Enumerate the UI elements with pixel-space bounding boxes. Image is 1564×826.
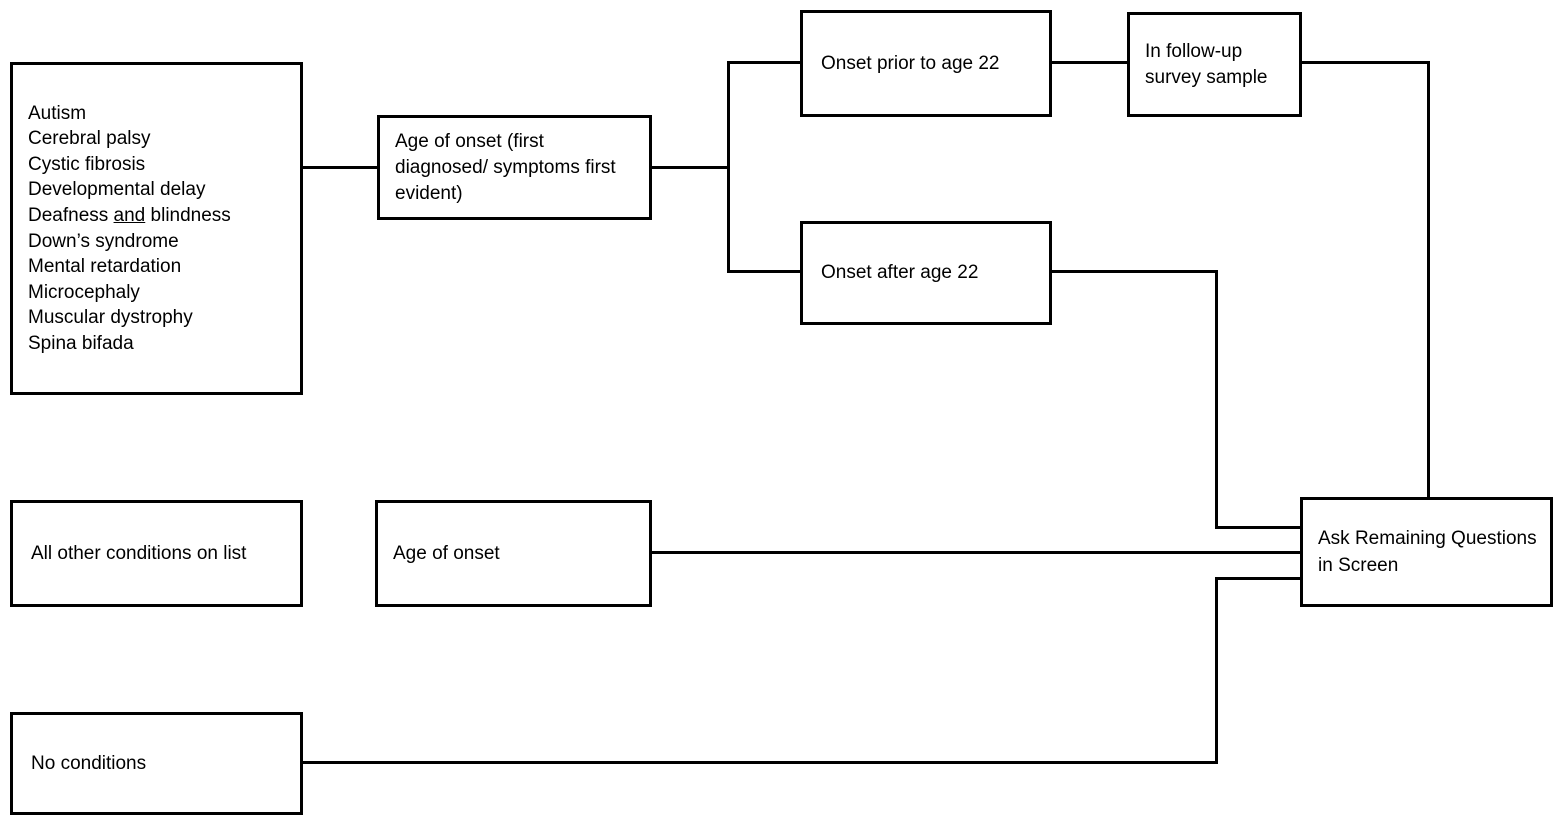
onset-after-label: Onset after age 22 (821, 262, 979, 283)
edge-followup-horizontal (1302, 61, 1430, 64)
edge-age-of-onset-to-ask (652, 551, 1300, 554)
condition-item: Autism (28, 102, 87, 124)
condition-item: Microcephaly (28, 281, 140, 303)
edge-no-conditions-horizontal (303, 761, 1218, 764)
age-of-onset-label: Age of onset (393, 542, 500, 564)
no-conditions-box: No conditions (10, 712, 303, 815)
all-other-conditions-label: All other conditions on list (31, 542, 247, 564)
condition-item: Down’s syndrome (28, 230, 179, 252)
deafness-underlined-and: and (113, 204, 146, 226)
deafness-pre: Deafness (28, 204, 114, 226)
edge-onset-after-down (1215, 270, 1218, 529)
condition-item: Mental retardation (28, 256, 182, 278)
condition-item-deafness: Deafness and blindness (28, 203, 231, 229)
onset-after-box: Onset after age 22 (800, 221, 1052, 325)
edge-no-conditions-up (1215, 577, 1218, 764)
edge-age-detail-to-branch (652, 166, 727, 169)
condition-item: Cerebral palsy (28, 128, 151, 150)
edge-onset-prior-to-followup (1052, 61, 1127, 64)
age-of-onset-detail-box: Age of onset (first diagnosed/ symptoms … (377, 115, 652, 220)
followup-sample-box: In follow-up survey sample (1127, 12, 1302, 117)
edge-onset-after-horizontal (1052, 270, 1218, 273)
age-of-onset-detail-label: Age of onset (first diagnosed/ symptoms … (395, 130, 616, 204)
deafness-post: blindness (145, 204, 231, 226)
edge-branch-to-onset-prior (727, 61, 800, 64)
condition-item: Muscular dystrophy (28, 307, 193, 329)
edge-onset-after-into-ask (1215, 526, 1300, 529)
no-conditions-label: No conditions (31, 752, 147, 774)
ask-remaining-box: Ask Remaining Questions in Screen (1300, 497, 1553, 607)
condition-item: Spina bifada (28, 332, 134, 354)
ask-remaining-label: Ask Remaining Questions in Screen (1318, 528, 1537, 576)
edge-followup-down-to-ask (1427, 61, 1430, 497)
conditions-list-box: Autism Cerebral palsy Cystic fibrosis De… (10, 62, 303, 395)
age-of-onset-box: Age of onset (375, 500, 652, 607)
edge-no-conditions-into-ask (1215, 577, 1300, 580)
followup-sample-label: In follow-up survey sample (1145, 40, 1268, 88)
onset-prior-label: Onset prior to age 22 (821, 52, 1000, 74)
edge-branch-vertical (727, 61, 730, 273)
edge-conditions-to-age-detail (303, 166, 377, 169)
all-other-conditions-box: All other conditions on list (10, 500, 303, 607)
condition-item: Cystic fibrosis (28, 153, 146, 175)
onset-prior-box: Onset prior to age 22 (800, 10, 1052, 117)
edge-branch-to-onset-after (727, 270, 800, 273)
condition-item: Developmental delay (28, 179, 206, 201)
